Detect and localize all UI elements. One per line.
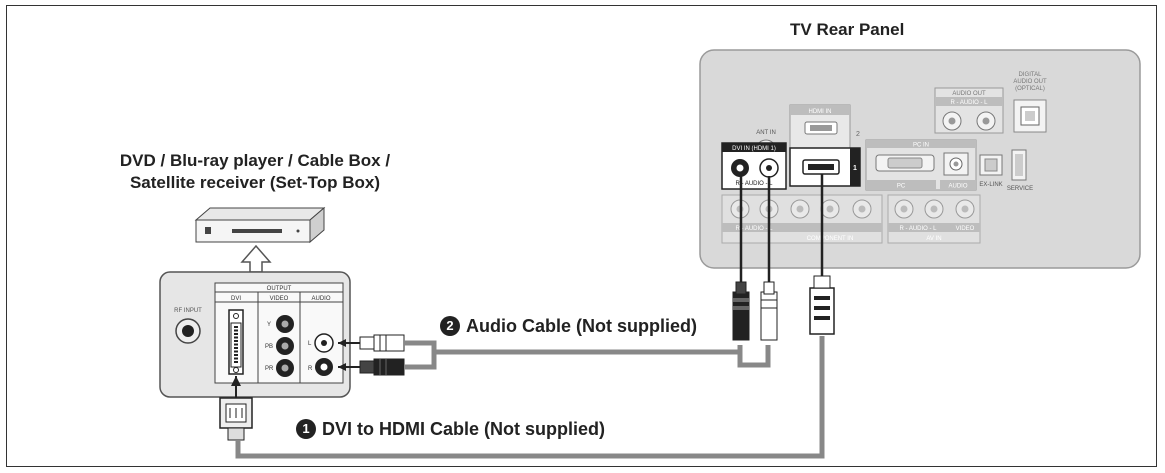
audio-plug-black-source [338, 358, 405, 376]
av-in-audio-label: R - AUDIO - L [899, 226, 937, 232]
digital-audio-label-1: DIGITAL [1019, 72, 1043, 78]
hdmi-port-2-num: 2 [856, 131, 860, 138]
source-title-line-2: Satellite receiver (Set-Top Box) [129, 173, 381, 192]
audio-plug-white-source [338, 334, 405, 352]
component-in-block: R - AUDIO - L COMPONENT IN [721, 194, 883, 244]
ant-in-label: ANT IN [756, 130, 776, 136]
audio-plug-white-tv [760, 176, 778, 341]
ex-link-label: EX-LINK [979, 182, 1002, 188]
pr-label: PR [265, 366, 274, 372]
tv-rear-panel: ANT IN HDMI IN 2 1 DVI IN (HDMI 1) [699, 49, 1141, 269]
dvi-header: DVI [231, 296, 241, 302]
pc-in-label: PC IN [913, 143, 929, 149]
hdmi-port-1-num: 1 [853, 165, 857, 172]
audio-out-rl-label: R - AUDIO - L [950, 100, 988, 106]
dvi-cable-number-badge: 1 [296, 419, 316, 439]
dvi-audio-label: R - AUDIO - L [735, 181, 773, 187]
y-label: Y [267, 322, 271, 328]
dvi-hdmi-cable [219, 174, 835, 459]
av-in-block: R - AUDIO - L VIDEO AV IN [887, 194, 981, 244]
tv-rear-panel-title: TV Rear Panel [790, 20, 905, 39]
r-label: R [308, 366, 313, 372]
hdmi-in-label: HDMI IN [809, 109, 832, 115]
service-label: SERVICE [1007, 186, 1033, 192]
digital-audio-out-block: DIGITAL AUDIO OUT (OPTICAL) [1013, 72, 1047, 133]
audio-cable-text: Audio Cable (Not supplied) [466, 316, 697, 336]
dvi-in-label: DVI IN (HDMI 1) [732, 146, 776, 152]
pc-label: PC [897, 184, 906, 190]
audio-header: AUDIO [311, 296, 330, 302]
audio-cable-label: 2 Audio Cable (Not supplied) [440, 316, 697, 337]
audio-cable [338, 176, 778, 376]
ex-link-port: EX-LINK [979, 154, 1003, 188]
audio-plug-black-tv [732, 176, 750, 341]
component-audio-label: R - AUDIO - L [735, 226, 773, 232]
set-top-box-icon [194, 206, 326, 244]
digital-audio-label-2: AUDIO OUT [1013, 79, 1047, 85]
diagram-frame [6, 5, 1157, 467]
dvi-cable-label: 1 DVI to HDMI Cable (Not supplied) [296, 419, 605, 440]
component-in-label: COMPONENT IN [807, 236, 854, 242]
dvi-cable-text: DVI to HDMI Cable (Not supplied) [322, 419, 605, 439]
video-header: VIDEO [270, 296, 289, 302]
output-header: OUTPUT [267, 286, 292, 292]
source-output-panel: RF INPUT OUTPUT DVI VIDEO AUDIO Y PB PR … [159, 271, 351, 398]
source-device-title: DVD / Blu-ray player / Cable Box / Satel… [95, 150, 415, 194]
service-port: SERVICE [1007, 149, 1033, 192]
audio-out-block: AUDIO OUT R - AUDIO - L [934, 87, 1004, 134]
pc-audio-label: AUDIO [948, 184, 967, 190]
hdmi-in-block: HDMI IN 2 1 [789, 104, 861, 187]
digital-audio-label-3: (OPTICAL) [1015, 86, 1045, 92]
rf-input-label: RF INPUT [174, 308, 202, 314]
up-arrow-icon [240, 244, 272, 273]
audio-out-label: AUDIO OUT [952, 91, 986, 97]
pb-label: PB [265, 344, 273, 350]
source-title-line-1: DVD / Blu-ray player / Cable Box / [119, 151, 391, 170]
audio-cable-number-badge: 2 [440, 316, 460, 336]
l-label: L [308, 341, 312, 347]
dvi-in-audio-block: DVI IN (HDMI 1) R - AUDIO - L [721, 142, 787, 190]
av-in-label: AV IN [926, 236, 941, 242]
pc-in-block: PC IN PC AUDIO [865, 139, 977, 191]
av-video-label: VIDEO [956, 226, 975, 232]
